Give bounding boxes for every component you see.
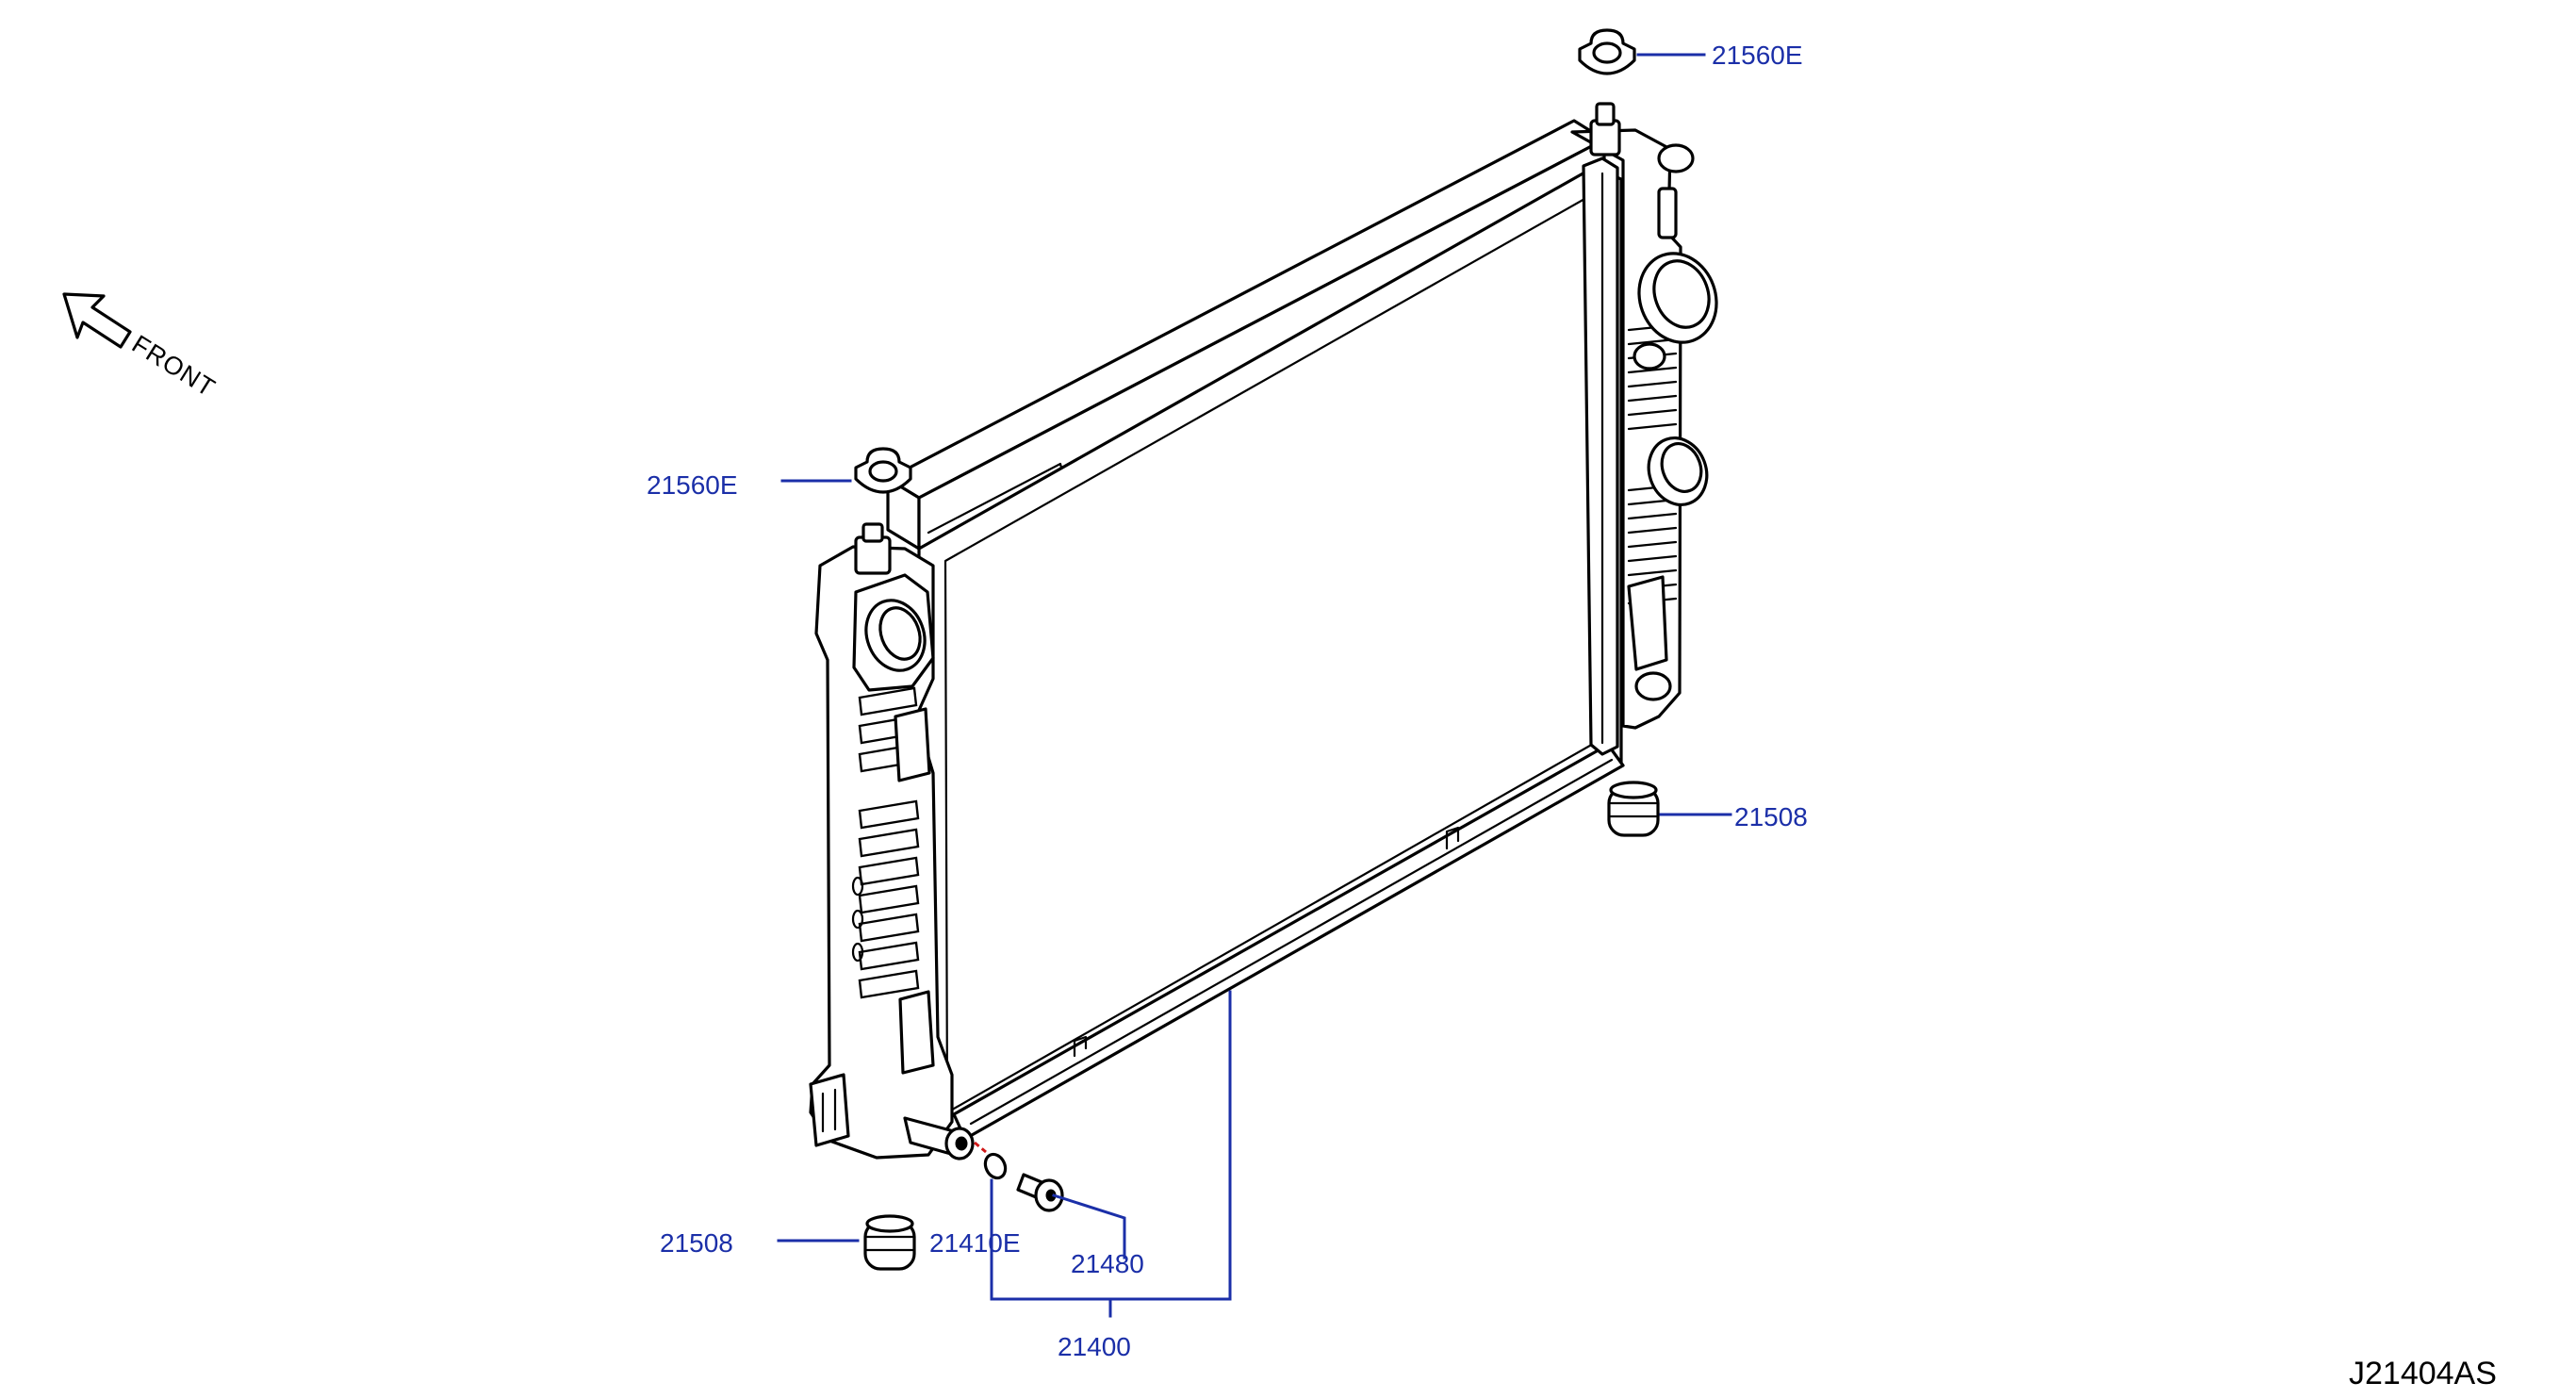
left-tank-holes: [851, 876, 864, 963]
radiator-assembly: [809, 102, 1718, 1160]
callout-drain-plug: 21480: [1071, 1249, 1144, 1278]
right-tank-bracket: [1627, 342, 1672, 701]
front-label: FRONT: [127, 330, 221, 403]
right-tank-lower-pipe: [1647, 436, 1709, 506]
clip-top-right-part: [1578, 28, 1636, 75]
drain-outlet: [903, 1116, 975, 1160]
left-tank-inlet-pipe: [852, 573, 935, 692]
right-tank-fill-neck: [1589, 102, 1621, 156]
callout-mount-right: 21508: [1734, 802, 1808, 831]
front-arrow-icon: [62, 292, 132, 349]
left-tank: [809, 522, 975, 1160]
seal-ring-part: [974, 1141, 1008, 1180]
right-tank-ribs: [1627, 323, 1678, 605]
seal-position-marker: [974, 1141, 987, 1154]
right-side-bar: [1582, 156, 1619, 756]
callout-leaders: [777, 53, 1732, 1318]
callout-clip-top-left: 21560E: [647, 470, 738, 500]
callout-seal-ring: 21410E: [929, 1228, 1021, 1258]
left-tank-bracket: [894, 707, 935, 1075]
callout-mount-left: 21508: [660, 1228, 733, 1258]
drain-plug-part: [1016, 1173, 1064, 1212]
right-tank-upper-pipe: [1637, 252, 1718, 344]
mount-left-part: [863, 1214, 916, 1271]
right-tank: [1570, 102, 1718, 730]
left-tank-foot: [809, 1073, 850, 1147]
clip-top-left-part: [854, 447, 912, 494]
mount-right-part: [1607, 781, 1660, 837]
drawing-code: J21404AS: [2349, 1356, 2497, 1391]
callout-clip-top-right: 21560E: [1712, 41, 1803, 70]
callout-radiator-assembly: 21400: [1058, 1332, 1131, 1361]
right-tank-bleed-valve: [1657, 143, 1695, 239]
left-tank-ribs: [858, 686, 920, 999]
left-tank-fill-neck: [854, 522, 892, 575]
